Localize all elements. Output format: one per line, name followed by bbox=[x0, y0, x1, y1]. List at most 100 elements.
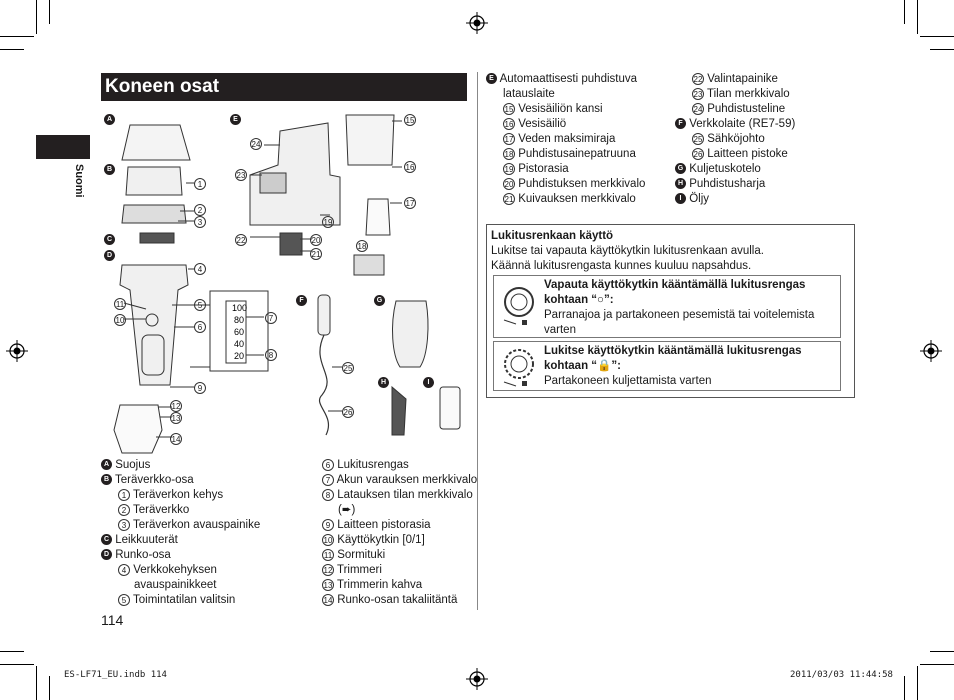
crop-mark bbox=[930, 651, 954, 652]
callout-number: 7 bbox=[265, 312, 277, 324]
part-name: Verkkolaite (RE7-59) bbox=[689, 118, 796, 130]
footer-datetime: 2011/03/03 11:44:58 bbox=[790, 670, 893, 680]
part-list-item: 12 Trimmeri bbox=[305, 563, 477, 578]
callout-number: 4 bbox=[194, 263, 206, 275]
part-list-item: H Puhdistusharja bbox=[675, 177, 795, 192]
part-list-item: D Runko-osa bbox=[101, 548, 260, 563]
callout-number: 10 bbox=[114, 314, 126, 326]
unlock-body: Parranajoa ja partakoneen pesemistä tai … bbox=[544, 309, 815, 321]
part-name: Veden maksimiraja bbox=[518, 133, 616, 145]
part-list-item: 26 Laitteen pistoke bbox=[675, 147, 795, 162]
part-list-item: 25 Sähköjohto bbox=[675, 132, 795, 147]
crop-mark bbox=[0, 664, 34, 665]
lock-ring-heading: Lukitusrenkaan käyttö bbox=[491, 230, 614, 242]
callout-number: 13 bbox=[170, 412, 182, 424]
unlock-title: kohtaan “○”: bbox=[544, 294, 614, 306]
part-list-item: 4 Verkkokehyksen bbox=[101, 563, 260, 578]
callout-number: 15 bbox=[404, 114, 416, 126]
section-marker: H bbox=[378, 377, 389, 388]
part-name: Puhdistuksen merkkivalo bbox=[518, 178, 646, 190]
part-number-badge: 3 bbox=[118, 518, 130, 531]
callout-number: 21 bbox=[310, 248, 322, 260]
crop-mark bbox=[904, 676, 905, 700]
part-name: Tilan merkkivalo bbox=[707, 88, 790, 100]
part-list-item: 19 Pistorasia bbox=[486, 162, 645, 177]
crop-mark bbox=[49, 0, 50, 24]
part-name: Teräverkko bbox=[133, 504, 190, 516]
part-letter-badge: E bbox=[486, 73, 497, 85]
callout-number: 24 bbox=[250, 138, 262, 150]
part-number-badge: 16 bbox=[503, 117, 515, 130]
part-list-item: latauslaite bbox=[486, 87, 645, 102]
callout-number: 19 bbox=[322, 216, 334, 228]
part-number-badge: 4 bbox=[118, 563, 130, 576]
lock-ring-box: Lukitusrenkaan käyttö Lukitse tai vapaut… bbox=[486, 224, 855, 398]
part-list-item: 14 Runko-osan takaliitäntä bbox=[305, 593, 477, 608]
page-title: Koneen osat bbox=[101, 73, 467, 101]
part-name: Puhdistusteline bbox=[707, 103, 786, 115]
lock-ring-line: Lukitse tai vapauta käyttökytkin lukitus… bbox=[491, 245, 764, 257]
part-list-item: 24 Puhdistusteline bbox=[675, 102, 795, 117]
callout-number: 8 bbox=[265, 349, 277, 361]
level-label: 20 bbox=[234, 351, 244, 361]
part-letter-badge: C bbox=[101, 534, 112, 546]
part-name: Puhdistusainepatruuna bbox=[518, 148, 636, 160]
part-name: Suojus bbox=[115, 459, 151, 471]
part-number-badge: 22 bbox=[692, 72, 704, 85]
part-number-badge: 25 bbox=[692, 132, 704, 145]
part-list-item: 1 Teräverkon kehys bbox=[101, 488, 260, 503]
part-list-item: 15 Vesisäiliön kansi bbox=[486, 102, 645, 117]
crop-mark bbox=[920, 36, 954, 37]
section-marker: C bbox=[104, 234, 115, 245]
part-name: latauslaite bbox=[503, 88, 555, 100]
part-name: Öljy bbox=[689, 193, 710, 205]
unlock-body: varten bbox=[544, 324, 576, 336]
crop-mark bbox=[0, 651, 24, 652]
part-number-badge: 2 bbox=[118, 503, 130, 516]
part-list-item: 23 Tilan merkkivalo bbox=[675, 87, 795, 102]
part-list-item: 18 Puhdistusainepatruuna bbox=[486, 147, 645, 162]
part-number-badge: 7 bbox=[322, 473, 334, 486]
callout-number: 2 bbox=[194, 204, 206, 216]
part-name: Runko-osa bbox=[115, 549, 171, 561]
registration-mark-right bbox=[920, 340, 942, 362]
part-letter-badge: B bbox=[101, 474, 112, 486]
part-list-item: 22 Valintapainike bbox=[675, 72, 795, 87]
part-list-item: 6 Lukitusrengas bbox=[305, 458, 477, 473]
part-list-item: 20 Puhdistuksen merkkivalo bbox=[486, 177, 645, 192]
part-name: Latauksen tilan merkkivalo bbox=[337, 489, 473, 501]
part-list-item: 5 Toimintatilan valitsin bbox=[101, 593, 260, 608]
part-number-badge: 19 bbox=[503, 162, 515, 175]
callout-number: 12 bbox=[170, 400, 182, 412]
part-list-item: 11 Sormituki bbox=[305, 548, 477, 563]
part-number-badge: 14 bbox=[322, 593, 334, 606]
lock-ring-unlock-icon bbox=[503, 287, 534, 325]
registration-mark-bottom bbox=[466, 668, 488, 690]
section-marker: G bbox=[374, 295, 385, 306]
crop-mark bbox=[917, 0, 918, 34]
callout-number: 26 bbox=[342, 406, 354, 418]
part-list-item: E Automaattisesti puhdistuva bbox=[486, 72, 645, 87]
level-label: 80 bbox=[234, 315, 244, 325]
callout-number: 3 bbox=[194, 216, 206, 228]
part-list-item: avauspainikkeet bbox=[101, 578, 260, 593]
footer-file: ES-LF71_EU.indb 114 bbox=[64, 670, 167, 680]
section-marker: A bbox=[104, 114, 115, 125]
part-name: Trimmeri bbox=[337, 564, 382, 576]
part-list-item: C Leikkuuterät bbox=[101, 533, 260, 548]
part-name: Teräverkon avauspainike bbox=[133, 519, 261, 531]
section-marker: B bbox=[104, 164, 115, 175]
callout-number: 16 bbox=[404, 161, 416, 173]
part-list-item: 7 Akun varauksen merkkivalo bbox=[305, 473, 477, 488]
part-letter-badge: F bbox=[675, 118, 686, 130]
callout-number: 20 bbox=[310, 234, 322, 246]
page-number: 114 bbox=[101, 612, 124, 628]
callout-number: 1 bbox=[194, 178, 206, 190]
part-name: Lukitusrengas bbox=[337, 459, 409, 471]
level-label: 40 bbox=[234, 339, 244, 349]
part-name: avauspainikkeet bbox=[134, 579, 217, 591]
part-list-item: 9 Laitteen pistorasia bbox=[305, 518, 477, 533]
lock-ring-lock-icon bbox=[503, 349, 534, 387]
part-name: Kuivauksen merkkivalo bbox=[518, 193, 636, 205]
